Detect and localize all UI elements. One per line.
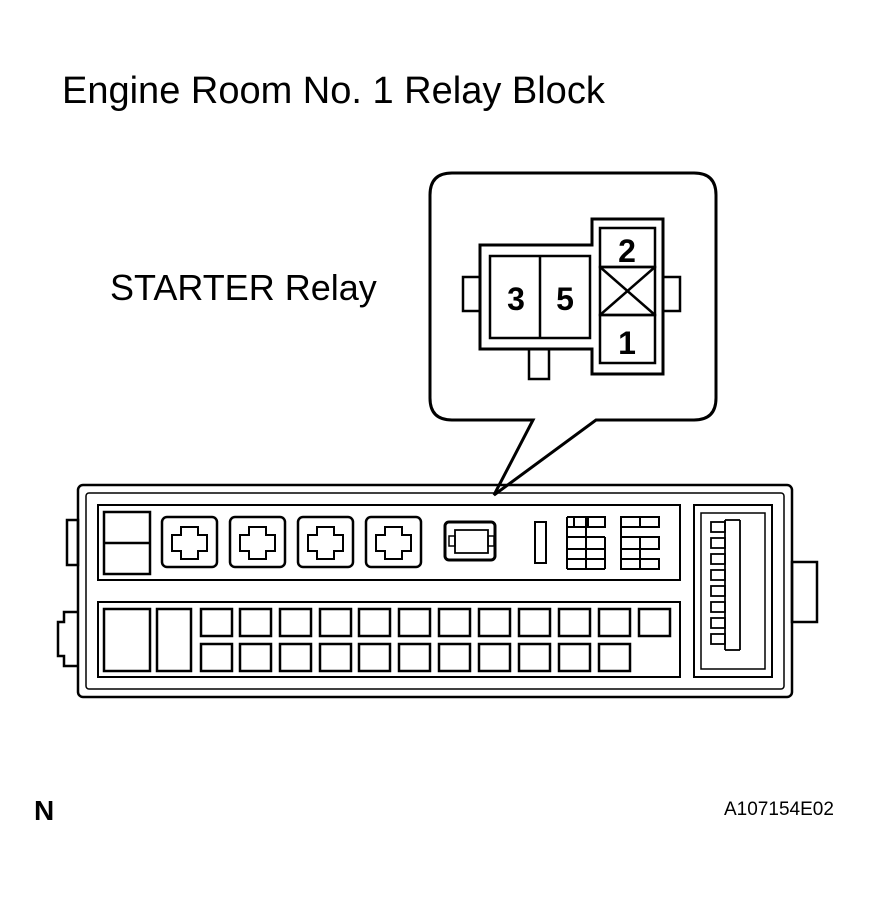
terminal-1-label: 1	[618, 325, 636, 361]
fuse-row-upper	[199, 607, 672, 638]
terminal-3-label: 3	[507, 281, 525, 317]
relay-socket	[364, 515, 423, 569]
starter-relay-connector	[461, 217, 682, 381]
terminal-5-label: 5	[556, 281, 574, 317]
relay-socket	[228, 515, 287, 569]
orientation-mark: N	[34, 795, 55, 826]
callout-bubble	[428, 171, 718, 497]
fuse-row-lower	[199, 642, 632, 673]
connector-pins	[710, 519, 741, 651]
reference-code: A107154E02	[724, 799, 834, 820]
starter-relay-label: STARTER Relay	[110, 267, 377, 308]
relay-block-housing	[56, 483, 819, 699]
relay-socket	[296, 515, 355, 569]
starter-relay-socket	[443, 520, 497, 562]
diagram-title: Engine Room No. 1 Relay Block	[62, 70, 605, 112]
terminal-2-label: 2	[618, 233, 636, 269]
relay-socket	[160, 515, 219, 569]
